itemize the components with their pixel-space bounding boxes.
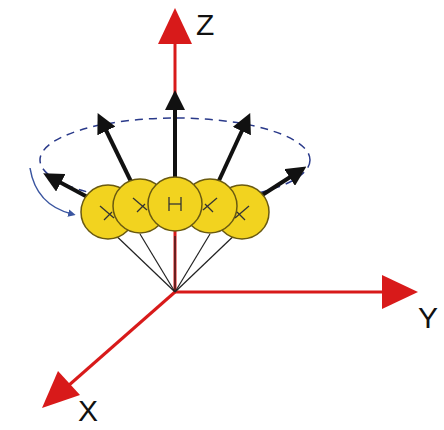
y-axis [175,275,418,309]
proton-symbols [100,197,249,220]
z-axis-label: Z [196,10,214,40]
x-axis [42,292,175,408]
z-axis [158,8,192,292]
proton-circles [81,177,269,239]
rotation-arrow [30,168,72,214]
y-axis-label: Y [418,303,438,333]
fan-lines [108,228,242,292]
x-axis-label: X [78,396,98,426]
